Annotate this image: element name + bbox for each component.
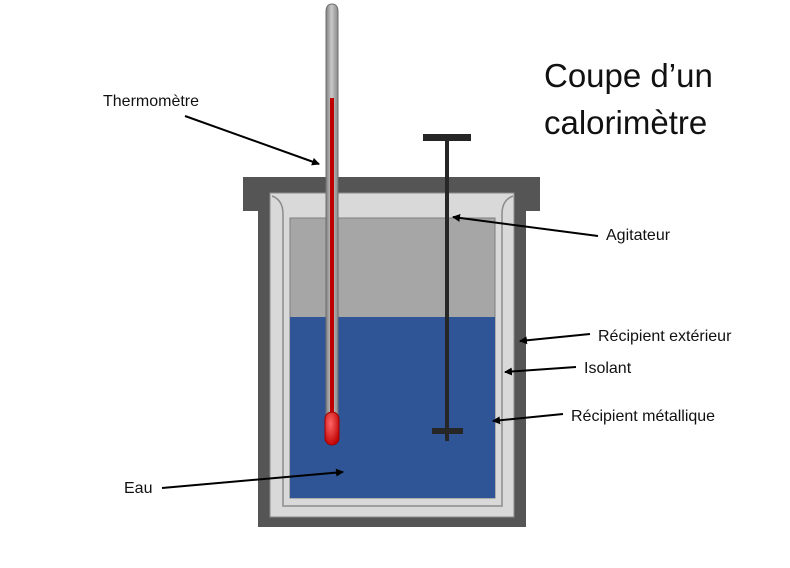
arrow-agitateur bbox=[452, 213, 599, 237]
thermometer-bulb bbox=[324, 411, 340, 446]
stirrer-rod bbox=[445, 141, 449, 441]
diagram-title-line-1: Coupe d’un bbox=[544, 57, 713, 94]
diagram-title-line-2: calorimètre bbox=[544, 104, 707, 141]
arrow-eau bbox=[161, 468, 344, 489]
arrow-thermometre bbox=[184, 115, 320, 166]
arrow-recipient-metallique bbox=[492, 413, 564, 425]
label-thermometre: Thermomètre bbox=[103, 93, 199, 110]
arrow-isolant bbox=[504, 366, 577, 376]
stirrer-handle bbox=[423, 134, 471, 141]
label-recipient-metallique: Récipient métallique bbox=[571, 408, 715, 425]
insulation-inner-outline bbox=[271, 195, 514, 507]
arrow-recipient-exterieur bbox=[519, 333, 591, 345]
thermometer-liquid-column bbox=[330, 98, 334, 418]
label-eau: Eau bbox=[124, 480, 152, 497]
label-recipient-exterieur: Récipient extérieur bbox=[598, 328, 732, 345]
label-isolant: Isolant bbox=[584, 360, 632, 377]
label-agitateur: Agitateur bbox=[606, 227, 671, 244]
water bbox=[290, 317, 495, 498]
stirrer-paddle bbox=[432, 428, 463, 434]
